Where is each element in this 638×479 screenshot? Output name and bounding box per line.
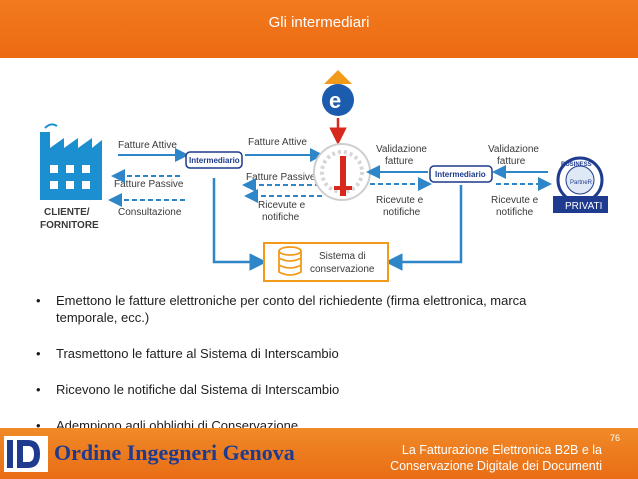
bullet-dot: • bbox=[36, 293, 41, 308]
bullet-item: • Emettono le fatture elettroniche per c… bbox=[30, 292, 630, 326]
right-to-conservazione-connector bbox=[385, 185, 463, 271]
sdi-diagram: CLIENTE/ FORNITORE Fatture Attive Fattur… bbox=[40, 70, 608, 282]
sdi-seal-icon bbox=[313, 143, 371, 201]
consultazione-label: Consultazione bbox=[118, 207, 182, 218]
org-name: Ordine Ingegneri Genova bbox=[54, 440, 295, 465]
ricevute-right-line2: notifiche bbox=[383, 207, 421, 218]
svg-text:e: e bbox=[329, 88, 341, 113]
fatture-attive-mid-label: Fatture Attive bbox=[248, 137, 307, 148]
ricevute-far-line1: Ricevute e bbox=[491, 195, 539, 206]
bullet-item: • Ricevono le notifiche dal Sistema di I… bbox=[30, 381, 630, 398]
fatture-passive-left-label: Fatture Passive bbox=[114, 179, 184, 190]
seal-text: BUSINESS bbox=[561, 162, 592, 168]
slide-title: Gli intermediari bbox=[268, 14, 370, 31]
factory-icon bbox=[40, 123, 102, 200]
business-partner-seal-icon: BUSINESS PartneR bbox=[556, 156, 604, 204]
intermediario-right-label: Intermediario bbox=[435, 170, 486, 179]
privati-label: PRIVATI bbox=[565, 201, 602, 212]
bullet-text: Ricevono le notifiche dal Sistema di Int… bbox=[56, 382, 340, 397]
privati-badge bbox=[553, 196, 608, 213]
page-number: 76 bbox=[610, 433, 621, 443]
bullet-dot: • bbox=[36, 346, 41, 361]
slide-footer: Ordine Ingegneri Genova La Fatturazione … bbox=[0, 428, 638, 479]
course-title-line1: La Fatturazione Elettronica B2B e la bbox=[401, 443, 602, 457]
bullet-list: • Emettono le fatture elettroniche per c… bbox=[30, 292, 630, 434]
ordine-logo-icon bbox=[4, 436, 48, 472]
client-label-line2: FORNITORE bbox=[40, 220, 99, 231]
fatture-attive-left-label: Fatture Attive bbox=[118, 140, 177, 151]
database-icon bbox=[278, 246, 302, 276]
fatture-passive-mid-label: Fatture Passive bbox=[246, 172, 316, 183]
bullet-text-line1: Emettono le fatture elettroniche per con… bbox=[56, 293, 527, 308]
course-title: La Fatturazione Elettronica B2B e la Con… bbox=[352, 442, 602, 474]
ricevute-right-line1: Ricevute e bbox=[376, 195, 424, 206]
validazione-right-line2: fatture bbox=[497, 156, 526, 167]
intermediario-left-box bbox=[185, 151, 243, 169]
agenzia-entrate-logo: e bbox=[322, 70, 354, 116]
bullet-text-line2: temporale, ecc.) bbox=[56, 310, 150, 325]
seal-sub-text: PartneR bbox=[570, 180, 593, 186]
conservazione-line2: conservazione bbox=[310, 264, 375, 275]
ricevute-left-line2: notifiche bbox=[262, 212, 300, 223]
validazione-right-line1: Validazione bbox=[488, 144, 539, 155]
conservazione-line1: Sistema di bbox=[319, 251, 366, 262]
bullet-dot: • bbox=[36, 382, 41, 397]
intermediario-left-label: Intermediario bbox=[189, 156, 240, 165]
slide-header: Gli intermediari bbox=[0, 0, 638, 58]
course-title-line2: Conservazione Digitale dei Documenti bbox=[390, 459, 602, 473]
bullet-dot: • bbox=[36, 418, 41, 433]
bullet-item: • Trasmettono le fatture al Sistema di I… bbox=[30, 345, 630, 362]
validazione-left-line1: Validazione bbox=[376, 144, 427, 155]
bullet-text: Trasmettono le fatture al Sistema di Int… bbox=[56, 346, 339, 361]
validazione-left-line2: fatture bbox=[385, 156, 414, 167]
ricevute-left-line1: Ricevute e bbox=[258, 200, 306, 211]
left-to-conservazione-connector bbox=[212, 178, 267, 271]
ricevute-far-line2: notifiche bbox=[496, 207, 534, 218]
client-label-line1: CLIENTE/ bbox=[44, 207, 90, 218]
